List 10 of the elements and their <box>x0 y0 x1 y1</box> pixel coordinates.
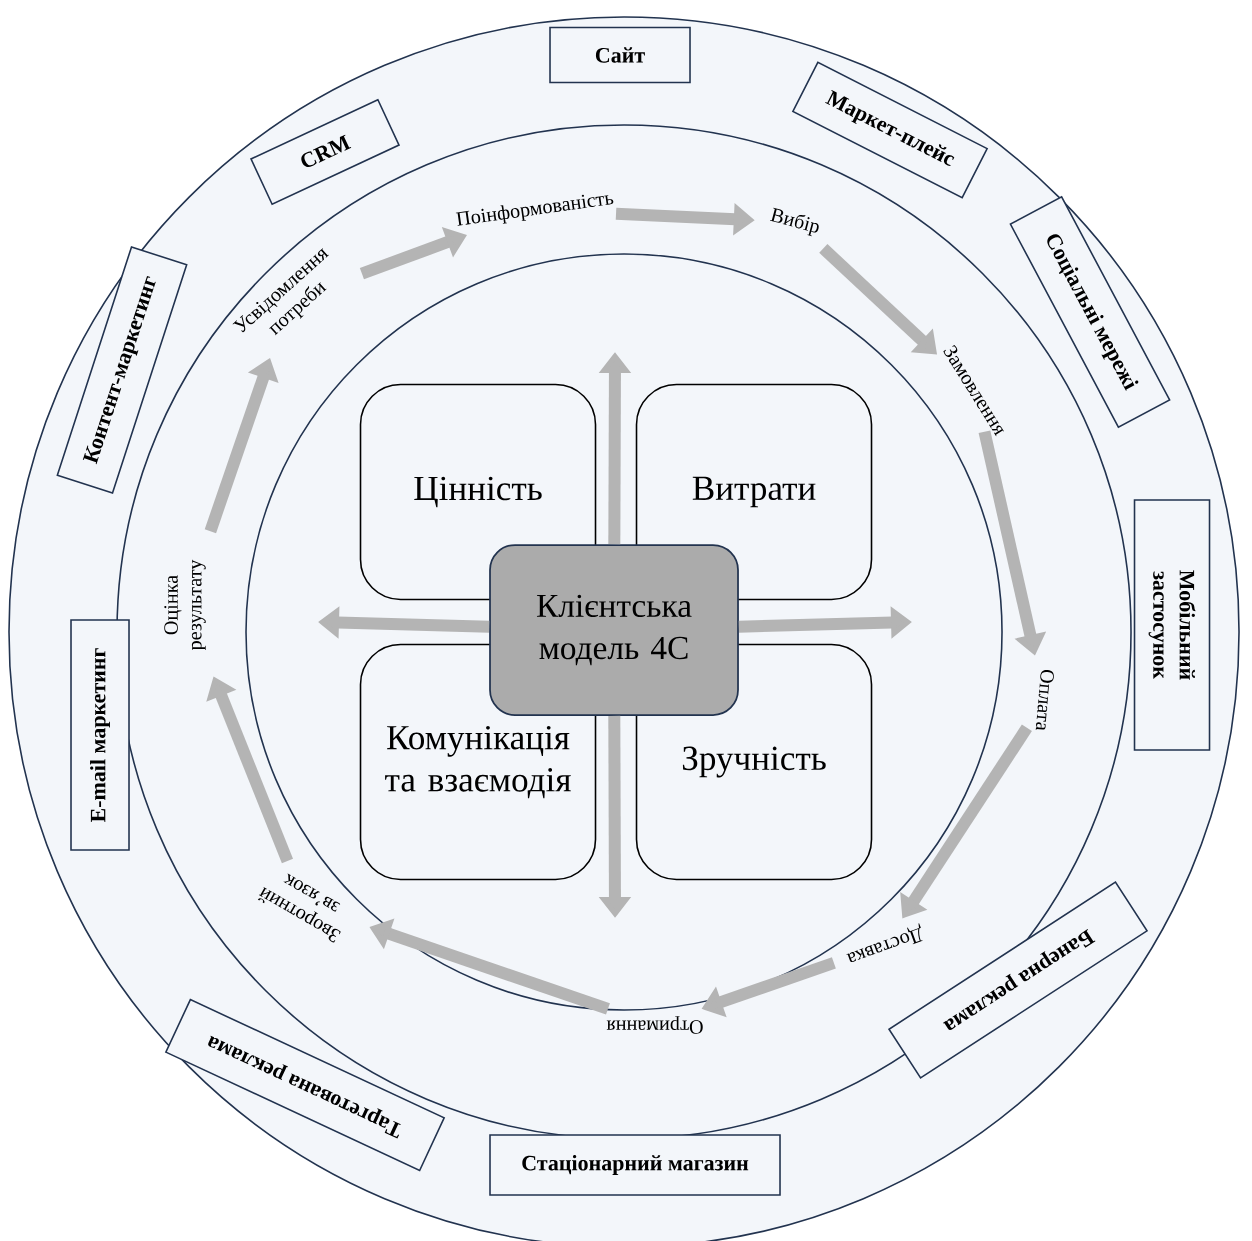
stage-label: Вибір <box>769 207 819 237</box>
channel-box: Мобільний застосунок <box>1133 499 1211 751</box>
channel-box: E-mail маркетинг <box>70 619 130 851</box>
center-box: Клієнтська модель 4С <box>489 544 739 716</box>
stage-label: Отримання <box>606 1016 703 1034</box>
stage-label: Поінформованість <box>455 194 614 226</box>
stage-label: Оплата <box>1035 669 1054 731</box>
stage-label: Оцінка результату <box>164 559 206 651</box>
channel-box: Стаціонарний магазин <box>489 1134 781 1196</box>
channel-box: Сайт <box>549 26 691 84</box>
